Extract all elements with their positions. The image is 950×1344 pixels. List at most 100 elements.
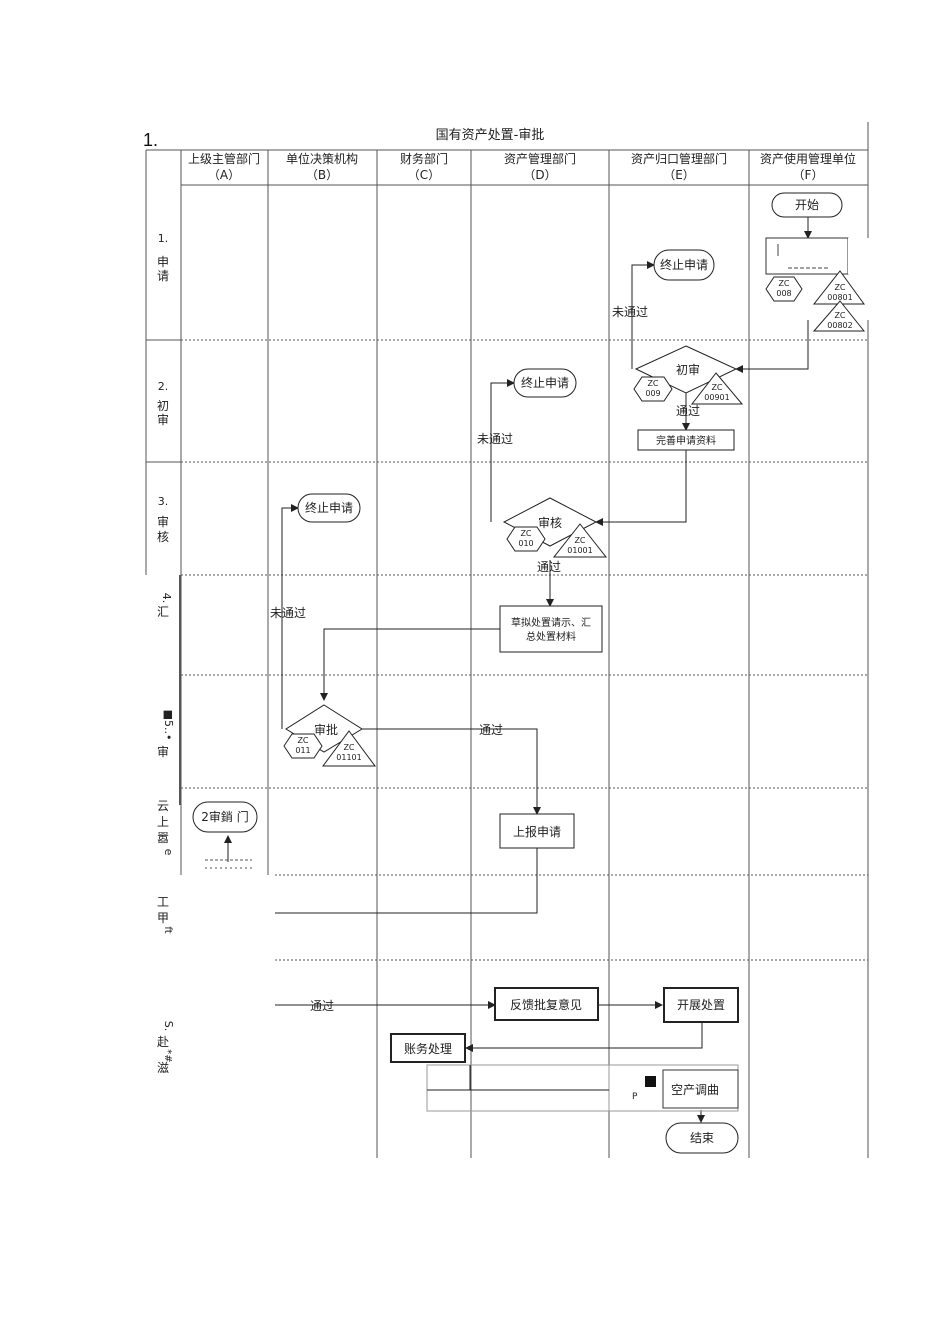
stage-6-char-1: 云 [157, 799, 169, 813]
col-code-e: （E） [663, 168, 695, 182]
doc-code-zc009: ZC 009 [633, 376, 673, 402]
start-label: 开始 [795, 198, 819, 212]
complete-materials-box: 完善申请资料 [637, 429, 735, 451]
svg-text:终止申请: 终止申请 [660, 257, 708, 272]
stage-labels: 1. 申 请 2. 初 审 3. 审 核 4. 汇 ■5..• 审 云 上 嚣 … [157, 232, 175, 1075]
stop-node-4: 2审銷 门 [192, 801, 258, 833]
stop-node-2: 终止申请 [513, 368, 577, 398]
svg-text:开展处置: 开展处置 [677, 998, 725, 1012]
stage-separators [181, 339, 868, 961]
svg-text:011: 011 [295, 746, 310, 755]
edge-label-not-passed-3: 未通过 [270, 606, 306, 620]
svg-text:00801: 00801 [827, 293, 852, 302]
draft-box: 草拟处置请示、汇 总处置材料 [499, 605, 603, 653]
svg-text:空产调曲: 空产调曲 [671, 1083, 719, 1097]
edge-label-not-passed-1: 未通过 [612, 305, 648, 319]
stage-8-num: S. [162, 1021, 175, 1031]
stage-7-num: ft [162, 926, 173, 933]
edge-label-passed-2: 通过 [537, 560, 561, 574]
black-square-marker [645, 1076, 656, 1087]
edge-label-passed-3: 通过 [479, 723, 503, 737]
stage-8-char-2: 滋 [157, 1061, 169, 1075]
carry-out-box: 开展处置 [663, 987, 739, 1023]
svg-text:账务处理: 账务处理 [404, 1041, 452, 1056]
connectors [224, 217, 812, 1123]
svg-text:反馈批复意见: 反馈批复意见 [510, 997, 582, 1012]
svg-text:终止申请: 终止申请 [521, 375, 569, 390]
svg-text:总处置材料: 总处置材料 [526, 630, 576, 643]
svg-text:ZC: ZC [778, 279, 789, 288]
doc-code-zc00901: ZC 00901 [690, 372, 744, 405]
stage-1-char-1: 申 [157, 255, 169, 269]
svg-text:01001: 01001 [567, 546, 592, 555]
stage-2-num: 2. [158, 380, 169, 393]
svg-text:审核: 审核 [538, 515, 562, 530]
column-headers: 上级主管部门 （A） 单位决策机构 （B） 财务部门 （C） 资产管理部门 （D… [188, 151, 856, 182]
stage-1-num: 1. [158, 232, 169, 245]
p-marker: P [632, 1092, 638, 1102]
doc-code-zc011: ZC 011 [283, 733, 323, 759]
stage-1-char-2: 请 [157, 269, 169, 283]
svg-text:上报申请: 上报申请 [513, 824, 561, 839]
col-header-f: 资产使用管理单位 [760, 151, 856, 166]
col-code-c: （C） [408, 168, 440, 182]
submit-box: 上报申请 [499, 813, 575, 849]
col-code-d: （D） [523, 168, 556, 182]
initial-review-decision: 初审 [634, 345, 738, 394]
stop-node-1: 终止申请 [653, 249, 715, 281]
svg-text:ZC: ZC [297, 736, 308, 745]
feedback-box: 反馈批复意见 [494, 987, 599, 1021]
svg-text:010: 010 [518, 539, 533, 548]
diagram-title: 国有资产处置-审批 [436, 128, 545, 143]
stage-4-num: 4. [160, 593, 173, 604]
stage-3-num: 3. [158, 495, 169, 508]
page-number: 1. [143, 130, 158, 150]
col-code-a: （A） [208, 168, 240, 182]
svg-text:008: 008 [776, 289, 791, 298]
stage-2-char-2: 审 [157, 412, 169, 427]
svg-text:009: 009 [645, 389, 660, 398]
stage-3-char-1: 审 [157, 514, 169, 529]
svg-text:ZC: ZC [343, 743, 354, 752]
doc-code-zc00802: ZC 00802 [812, 300, 866, 332]
stage-8-char-1: 赴 [157, 1035, 169, 1049]
doc-code-zc008: ZC 008 [765, 276, 803, 302]
svg-text:完善申请资料: 完善申请资料 [656, 434, 716, 447]
accounting-box: 账务处理 [390, 1033, 466, 1063]
svg-text:草拟处置请示、汇: 草拟处置请示、汇 [511, 616, 591, 629]
svg-text:结束: 结束 [690, 1131, 714, 1145]
svg-text:ZC: ZC [711, 383, 722, 392]
stage-6-char-3: 嚣 [157, 831, 169, 845]
stage-2-char-1: 初 [157, 399, 169, 413]
col-header-c: 财务部门 [400, 151, 448, 166]
svg-text:ZC: ZC [647, 379, 658, 388]
svg-text:ZC: ZC [834, 283, 845, 292]
col-header-d: 资产管理部门 [504, 151, 576, 166]
doc-code-zc010: ZC 010 [506, 526, 546, 552]
svg-text:ZC: ZC [574, 536, 585, 545]
svg-text:终止申请: 终止申请 [305, 500, 353, 515]
stage-6-char-2: 上 [157, 815, 169, 829]
svg-text:ZC: ZC [520, 529, 531, 538]
edge-label-passed-1: 通过 [676, 404, 700, 418]
doc-code-zc00801: ZC 00801 [812, 270, 865, 305]
stage-5-num: ■5..• [162, 710, 175, 741]
scribble-marks [205, 859, 252, 869]
svg-text:2审銷 门: 2审銷 门 [201, 809, 248, 824]
col-header-e: 资产归口管理部门 [631, 151, 727, 166]
stage-7-char-2: 甲 [157, 911, 169, 925]
col-header-a: 上级主管部门 [188, 151, 260, 166]
col-code-b: （B） [306, 168, 338, 182]
asset-adjust-box: 空产调曲 [662, 1069, 739, 1109]
col-header-b: 单位决策机构 [286, 151, 358, 166]
stage-8-extra: *# [162, 1049, 173, 1062]
start-node: 开始 [771, 192, 843, 218]
edge-label-passed-4: 通过 [310, 999, 334, 1013]
stage-4-char-1: 汇 [157, 605, 169, 619]
col-code-f: （F） [793, 168, 824, 182]
stage-3-char-2: 核 [157, 530, 169, 544]
stage-6-num: e [162, 849, 175, 856]
doc-code-zc01101: ZC 01101 [322, 730, 376, 767]
svg-text:审批: 审批 [314, 722, 338, 737]
svg-text:初审: 初审 [676, 362, 700, 377]
